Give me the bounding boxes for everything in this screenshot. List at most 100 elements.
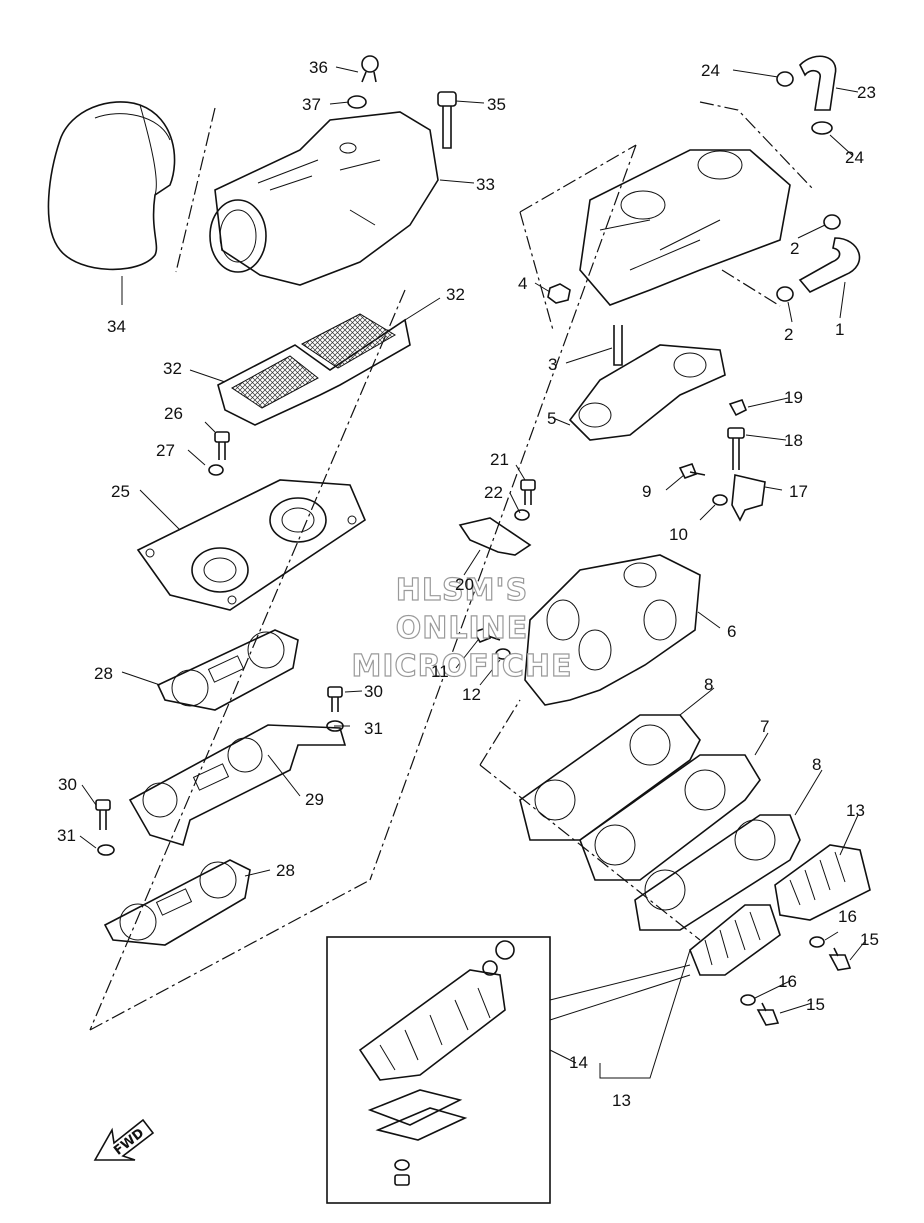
part-24-clamp-lower[interactable] <box>811 121 833 135</box>
part-5-gasket[interactable] <box>568 344 726 441</box>
callout-labels: 36 37 35 33 34 32 32 26 27 25 28 30 31 2… <box>57 58 879 1110</box>
callout-17: 17 <box>789 482 808 501</box>
part-22-washer[interactable] <box>514 509 530 521</box>
part-4-nut[interactable] <box>547 283 571 304</box>
callout-26: 26 <box>164 404 183 423</box>
leader-lines <box>79 66 867 1079</box>
callout-10: 10 <box>669 525 688 544</box>
part-3-stud[interactable] <box>613 325 623 366</box>
part-36-plug[interactable] <box>361 55 379 83</box>
part-19-cap[interactable] <box>728 399 748 417</box>
part-34-hose-elbow[interactable] <box>47 101 176 271</box>
part-25-adapter-plate[interactable] <box>136 479 366 611</box>
part-31-washer-lower[interactable] <box>97 844 115 856</box>
part-37-o-ring[interactable] <box>347 95 367 109</box>
callout-16-upper: 16 <box>838 907 857 926</box>
assembly-outline-left <box>89 107 637 1031</box>
callout-21: 21 <box>490 450 509 469</box>
watermark-line-3: MICROFICHE <box>352 649 573 684</box>
part-23-hose[interactable] <box>799 55 837 111</box>
part-26-bolt[interactable] <box>214 431 230 460</box>
callout-34: 34 <box>107 317 126 336</box>
part-9-bolt[interactable] <box>678 463 706 479</box>
assembly-outline-right <box>479 101 813 941</box>
part-30-bolt-upper[interactable] <box>327 686 343 712</box>
callout-2-upper: 2 <box>790 239 799 258</box>
part-28-gasket-upper[interactable] <box>156 629 299 711</box>
part-24-clamp-upper[interactable] <box>776 71 794 87</box>
part-15-bolt-lower[interactable] <box>756 1002 780 1026</box>
callout-3: 3 <box>548 355 557 374</box>
watermark-line-2: ONLINE <box>396 611 529 646</box>
callout-36: 36 <box>309 58 328 77</box>
watermark-line-1: HLSM'S <box>396 573 528 608</box>
part-33-intake-housing[interactable] <box>209 111 439 286</box>
callout-16-lower: 16 <box>778 972 797 991</box>
callout-15-lower: 15 <box>806 995 825 1014</box>
callout-37: 37 <box>302 95 321 114</box>
part-17-bracket[interactable] <box>731 474 766 522</box>
part-6-intake-manifold[interactable] <box>524 554 701 706</box>
part-16-washer-upper[interactable] <box>809 936 825 948</box>
part-13-reed-valve-upper[interactable] <box>774 844 871 921</box>
part-1-hose[interactable] <box>798 237 861 293</box>
part-13-reed-valve-lower[interactable] <box>689 904 781 976</box>
callout-2-lower: 2 <box>784 325 793 344</box>
part-20-bracket[interactable] <box>458 517 532 556</box>
part-21-bolt[interactable] <box>520 479 536 505</box>
callout-6: 6 <box>727 622 736 641</box>
callout-32-upper: 32 <box>446 285 465 304</box>
part-14-inset-box <box>326 936 691 1204</box>
callout-18: 18 <box>784 431 803 450</box>
callout-5: 5 <box>547 409 556 428</box>
part-15-bolt-upper[interactable] <box>828 947 852 971</box>
part-8-gasket-lower[interactable] <box>634 814 801 931</box>
part-27-washer[interactable] <box>208 464 224 476</box>
part-2-clamp-lower[interactable] <box>776 286 794 302</box>
callout-29: 29 <box>305 790 324 809</box>
callout-13-upper: 13 <box>846 801 865 820</box>
callout-30-lower: 30 <box>58 775 77 794</box>
part-30-bolt-lower[interactable] <box>95 799 111 830</box>
callout-8-upper: 8 <box>704 675 713 694</box>
callout-35: 35 <box>487 95 506 114</box>
callout-25: 25 <box>111 482 130 501</box>
part-28-gasket-lower[interactable] <box>103 859 251 946</box>
callout-4: 4 <box>518 274 527 293</box>
part-35-bolt[interactable] <box>437 91 457 149</box>
callout-24-lower: 24 <box>845 148 864 167</box>
callout-11: 11 <box>431 662 449 681</box>
callout-33: 33 <box>476 175 495 194</box>
part-16-washer-lower[interactable] <box>740 994 756 1006</box>
callout-19: 19 <box>784 388 803 407</box>
part-18-bolt[interactable] <box>727 427 745 470</box>
callout-31-lower: 31 <box>57 826 76 845</box>
part-2-clamp-upper[interactable] <box>823 214 841 230</box>
callout-23: 23 <box>857 83 876 102</box>
part-7-reed-plate[interactable] <box>579 754 761 881</box>
callout-24-upper: 24 <box>701 61 720 80</box>
callout-27: 27 <box>156 441 175 460</box>
part-8-gasket-upper[interactable] <box>519 714 701 841</box>
callout-7: 7 <box>760 717 769 736</box>
callout-12: 12 <box>462 685 481 704</box>
callout-9: 9 <box>642 482 651 501</box>
callout-28-lower: 28 <box>276 861 295 880</box>
callout-32-lower: 32 <box>163 359 182 378</box>
part-32-screen-assembly[interactable] <box>217 313 411 426</box>
callout-13-lower: 13 <box>612 1091 631 1110</box>
part-10-washer[interactable] <box>712 494 728 506</box>
part-11-bolt[interactable] <box>472 627 501 643</box>
part-12-washer[interactable] <box>495 648 511 660</box>
callout-14: 14 <box>569 1053 588 1072</box>
callout-1: 1 <box>835 320 844 339</box>
callout-31-upper: 31 <box>364 719 383 738</box>
callout-22: 22 <box>484 483 503 502</box>
callout-30-upper: 30 <box>364 682 383 701</box>
callout-28-upper: 28 <box>94 664 113 683</box>
part-29-spacer[interactable] <box>128 724 347 847</box>
callout-15-upper: 15 <box>860 930 879 949</box>
watermark: HLSM'S ONLINE MICROFICHE <box>351 572 573 684</box>
part-manifold-upper[interactable] <box>579 149 791 306</box>
